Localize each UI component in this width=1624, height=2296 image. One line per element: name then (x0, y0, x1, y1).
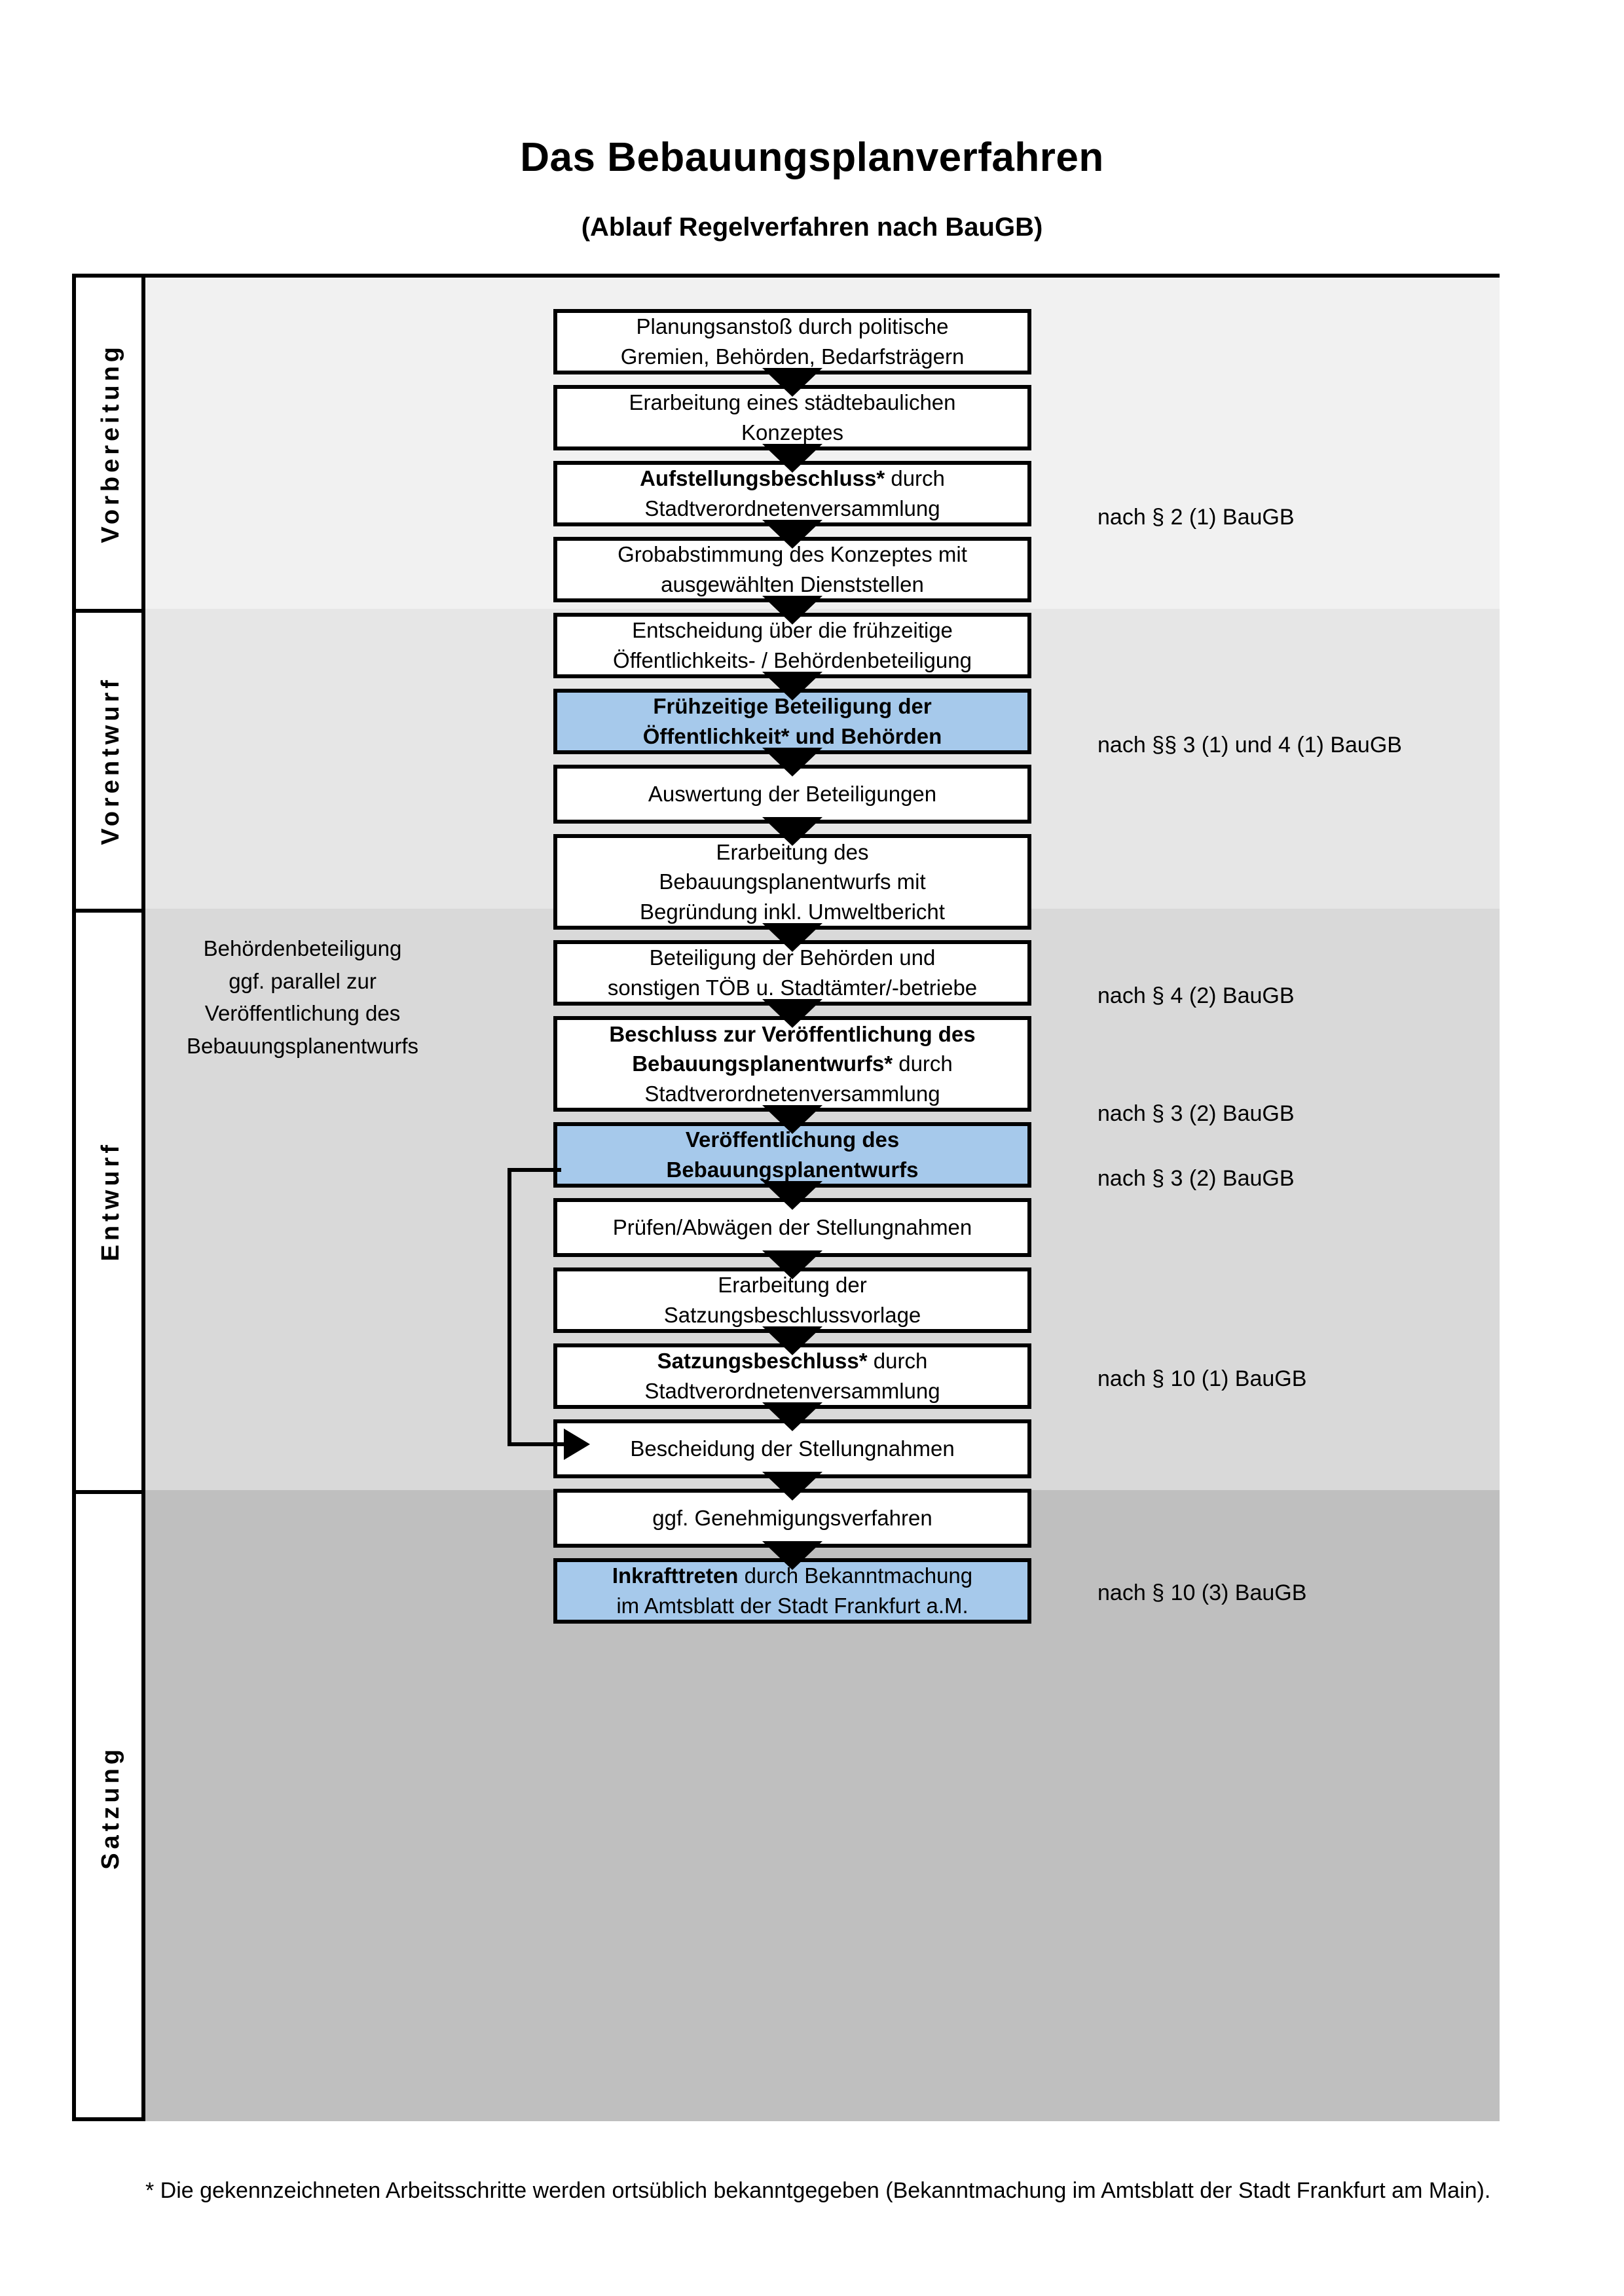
feedback-connector-top (507, 1168, 561, 1172)
page-subtitle: (Ablauf Regelverfahren nach BauGB) (581, 213, 1043, 242)
feedback-connector-arrowhead (564, 1429, 590, 1460)
legal-annotation: nach §§ 3 (1) und 4 (1) BauGB (1098, 733, 1402, 757)
flowchart-frame: Vorbereitung Vorentwurf Entwurf Satzung … (72, 274, 1500, 2121)
page-title: Das Bebauungsplanverfahren (520, 135, 1104, 180)
step-line: Stadtverordnetenversammlung (644, 1081, 940, 1106)
legal-annotation: nach § 2 (1) BauGB (1098, 505, 1295, 530)
down-arrow (762, 817, 822, 846)
feedback-connector-vert (507, 1168, 511, 1446)
down-arrow (762, 520, 822, 549)
phase-label-text: Vorbereitung (96, 343, 124, 543)
step-line-bold: Inkrafttreten (612, 1563, 739, 1588)
step-line-bold: Bebauungsplanentwurfs* (632, 1051, 893, 1076)
flow-step-box[interactable]: Erarbeitung eines städtebaulichen Konzep… (553, 385, 1031, 450)
down-arrow (762, 444, 822, 473)
step-line: ggf. Genehmigungsverfahren (652, 1506, 932, 1531)
phase-label-satzung: Satzung (76, 1494, 145, 2121)
step-line: Prüfen/Abwägen der Stellungnahmen (612, 1215, 972, 1240)
phase-divider (76, 609, 145, 613)
legal-annotation: nach § 3 (2) BauGB (1098, 1101, 1295, 1126)
down-arrow (762, 748, 822, 776)
down-arrow (762, 672, 822, 701)
feedback-connector-bottom (507, 1442, 566, 1446)
step-line: im Amtsblatt der Stadt Frankfurt a.M. (616, 1594, 969, 1618)
step-line: Gremien, Behörden, Bedarfsträgern (620, 344, 965, 369)
step-line: Satzungsbeschlussvorlage (663, 1303, 921, 1327)
side-note-line: Bebauungsplanentwurfs (186, 1033, 419, 1058)
side-note-line: ggf. parallel zur (229, 968, 377, 993)
flow-step-box[interactable]: Erarbeitung des Bebauungsplanentwurfs mi… (553, 834, 1031, 930)
down-arrow (762, 596, 822, 625)
phase-divider (76, 909, 145, 913)
down-arrow (762, 368, 822, 397)
step-line: Bescheidung der Stellungnahmen (630, 1436, 955, 1461)
phase-label-vorbereitung: Vorbereitung (76, 278, 145, 609)
step-line: sonstigen TÖB u. Stadtämter/-betriebe (607, 975, 978, 1000)
step-line: Planungsanstoß durch politische (636, 314, 949, 339)
down-arrow (762, 923, 822, 952)
step-line: Öffentlichkeit* und Behörden (642, 724, 942, 748)
step-line: Bebauungsplanentwurfs (666, 1157, 919, 1182)
side-note-line: Veröffentlichung des (204, 1001, 401, 1025)
down-arrow (762, 1250, 822, 1279)
down-arrow (762, 1472, 822, 1501)
side-note-behoerdenbeteiligung: Behördenbeteiligung ggf. parallel zur Ve… (165, 932, 440, 1062)
down-arrow (762, 999, 822, 1028)
phase-label-text: Entwurf (96, 1141, 124, 1262)
phase-divider (76, 1490, 145, 1494)
step-line: Bebauungsplanentwurfs mit (659, 869, 926, 894)
step-line: Stadtverordnetenversammlung (644, 1379, 940, 1403)
step-line: Auswertung der Beteiligungen (648, 782, 937, 807)
phase-label-vorentwurf: Vorentwurf (76, 613, 145, 909)
legal-annotation: nach § 3 (2) BauGB (1098, 1166, 1295, 1191)
down-arrow (762, 1181, 822, 1210)
down-arrow (762, 1326, 822, 1355)
phase-label-entwurf: Entwurf (76, 913, 145, 1490)
footnote: * Die gekennzeichneten Arbeitsschritte w… (145, 2178, 1491, 2203)
flow-step-box[interactable]: Beschluss zur Veröffentlichung des Bebau… (553, 1016, 1031, 1112)
step-line: ausgewählten Dienststellen (661, 572, 924, 596)
side-note-line: Behördenbeteiligung (203, 936, 402, 960)
down-arrow (762, 1105, 822, 1134)
phase-label-column: Vorbereitung Vorentwurf Entwurf Satzung (76, 278, 145, 2117)
step-line: Öffentlichkeits- / Behördenbeteiligung (613, 648, 972, 672)
legal-annotation: nach § 10 (3) BauGB (1098, 1580, 1307, 1605)
down-arrow (762, 1402, 822, 1431)
phase-label-text: Satzung (96, 1745, 124, 1870)
step-line: Begründung inkl. Umweltbericht (640, 899, 945, 924)
phase-label-text: Vorentwurf (96, 676, 124, 845)
legal-annotation: nach § 4 (2) BauGB (1098, 983, 1295, 1008)
step-line: Konzeptes (741, 420, 843, 445)
down-arrow (762, 1541, 822, 1570)
flow-step-box[interactable]: Planungsanstoß durch politische Gremien,… (553, 309, 1031, 374)
step-line: Stadtverordnetenversammlung (644, 496, 940, 520)
legal-annotation: nach § 10 (1) BauGB (1098, 1366, 1307, 1391)
